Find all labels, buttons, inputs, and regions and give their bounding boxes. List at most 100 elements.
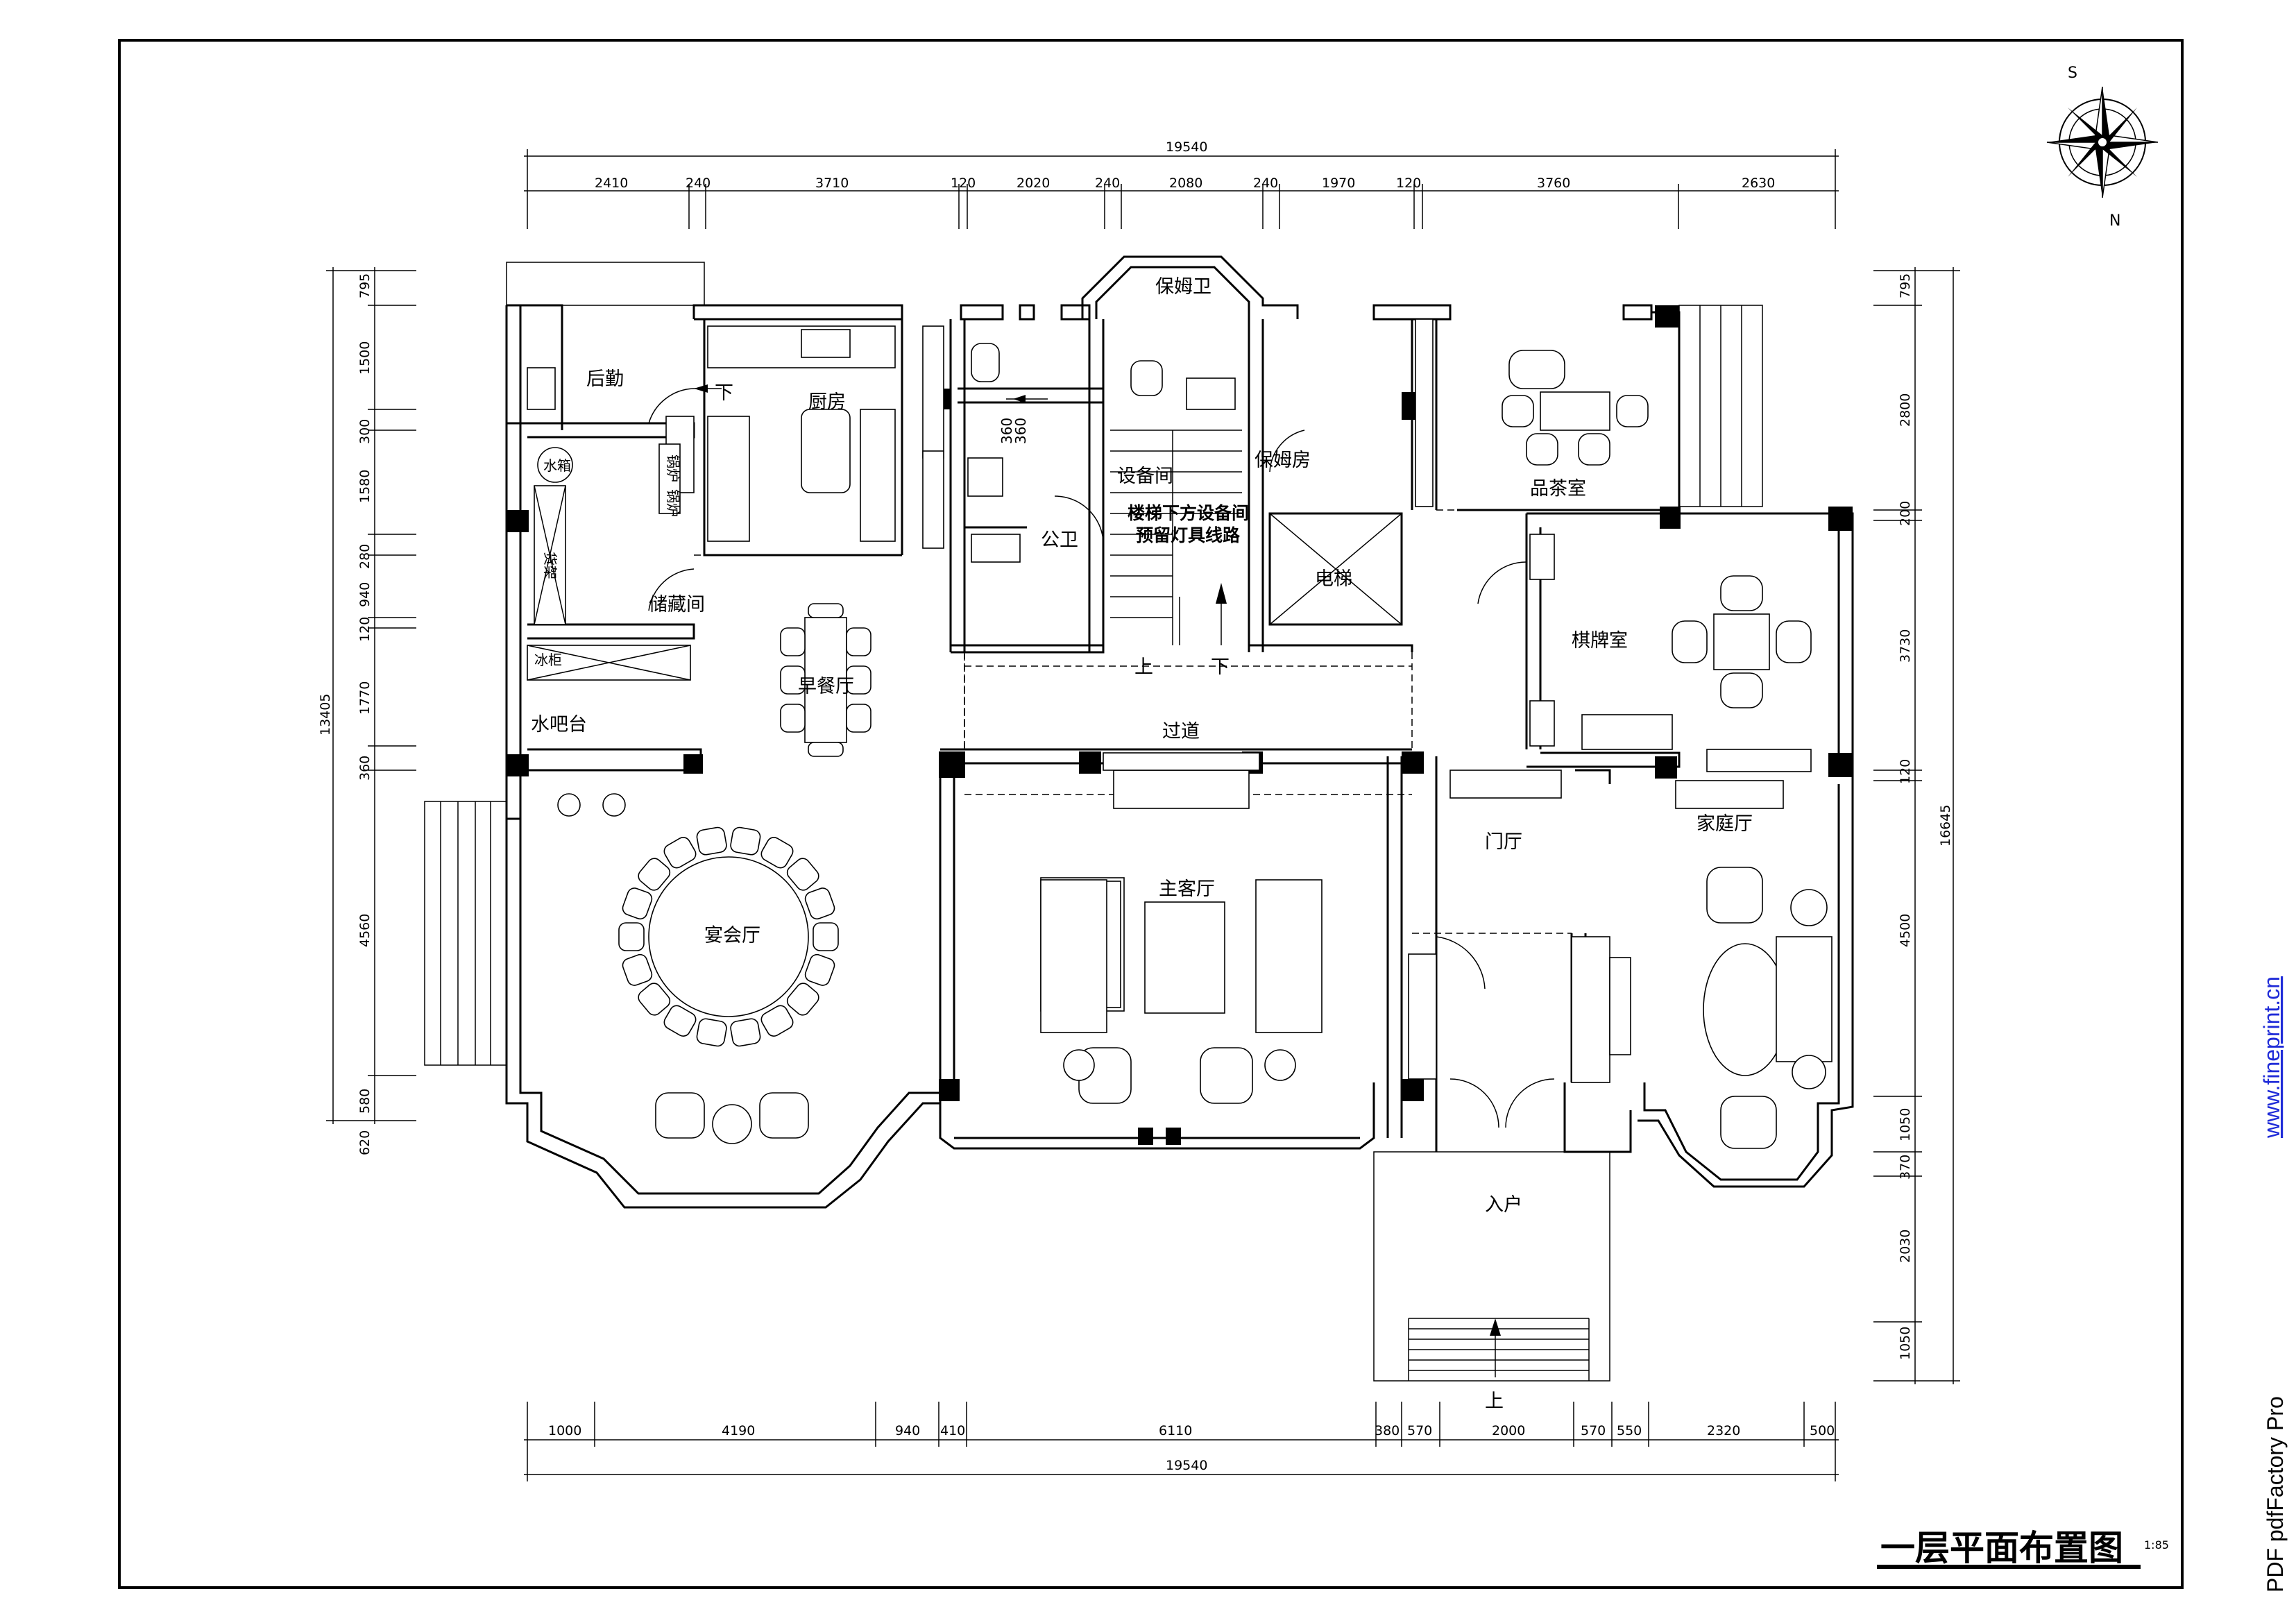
- dashed-zone-lines: [520, 509, 1572, 1138]
- bottom-dim-10: 550: [1617, 1423, 1642, 1438]
- living-room-furniture: [1040, 752, 1323, 1104]
- bottom-dim-3: 940: [895, 1423, 920, 1438]
- top-dim-11: 3760: [1537, 176, 1570, 191]
- chess-room-furniture: [1529, 534, 1812, 750]
- banquet-chair: [663, 837, 697, 869]
- right-dim-10: 1050: [1898, 1327, 1913, 1360]
- room-label-nanny-room: 保姆房: [1255, 450, 1311, 471]
- banquet-chair: [638, 858, 671, 891]
- breakfast-table: [780, 603, 871, 757]
- left-dim-8: 1770: [357, 681, 373, 715]
- room-label-living: 主客厅: [1159, 878, 1215, 900]
- top-dim-5: 2020: [1017, 176, 1050, 191]
- back-door-down-label: 下: [715, 382, 733, 404]
- banquet-chair: [696, 826, 727, 856]
- left-dim-1: 795: [357, 273, 373, 298]
- entry-up-label: 上: [1485, 1391, 1504, 1412]
- tea-room-furniture: [1415, 318, 1649, 507]
- bottom-dim-7: 570: [1407, 1423, 1432, 1438]
- stair-up-label: 上: [1134, 656, 1153, 678]
- room-label-tea-room: 品茶室: [1530, 478, 1586, 500]
- top-dim-3: 3710: [815, 176, 849, 191]
- room-label-entry: 入户: [1485, 1194, 1522, 1216]
- left-dim-6: 940: [357, 582, 373, 607]
- room-label-banquet: 宴会厅: [704, 925, 760, 946]
- banquet-chair: [663, 1005, 697, 1037]
- stair-note-line-2: 预留灯具线路: [1136, 525, 1241, 545]
- foyer-family-furniture: [1408, 749, 1832, 1149]
- left-dim-4: 1580: [357, 470, 373, 503]
- bottom-dim-12: 500: [1810, 1423, 1835, 1438]
- room-label-water-tank: 水箱: [543, 457, 571, 474]
- top-dim-12: 2630: [1742, 176, 1775, 191]
- right-dim-4: 3730: [1898, 629, 1913, 663]
- left-dim-10: 4560: [357, 914, 373, 947]
- banquet-chair: [618, 922, 645, 951]
- drawing-scale: 1:85: [2144, 1538, 2169, 1552]
- top-dim-7: 2080: [1169, 176, 1202, 191]
- bathroom-fixtures: [527, 343, 1236, 563]
- right-dim-2: 2800: [1898, 393, 1913, 427]
- left-dim-9: 360: [357, 756, 373, 781]
- drawing-title: 一层平面布置图: [1880, 1528, 2123, 1568]
- top-dim-2: 240: [686, 176, 711, 191]
- top-dim-9: 1970: [1322, 176, 1355, 191]
- doors: [648, 388, 1555, 1128]
- room-label-corridor: 过道: [1162, 721, 1200, 742]
- dim-note-360-1: 360: [998, 418, 1015, 444]
- banquet-chair: [786, 983, 819, 1016]
- sheet-border: [118, 39, 2184, 1589]
- right-dim-1: 795: [1898, 273, 1913, 298]
- room-label-fridge: 冰柜: [534, 652, 562, 668]
- compass-rose-icon: [2046, 86, 2159, 198]
- left-dim-11: 580: [357, 1089, 373, 1114]
- room-label-back-service: 后勤: [586, 368, 624, 390]
- bottom-total-dim: 19540: [1166, 1458, 1207, 1473]
- watermark-product: PDF pdfFactory Pro: [2263, 1396, 2288, 1592]
- banquet-chair: [622, 953, 653, 986]
- watermark-url: www.fineprint.cn: [2259, 976, 2284, 1139]
- bottom-dim-6: 380: [1375, 1423, 1400, 1438]
- right-dim-5: 120: [1898, 759, 1913, 784]
- room-label-water-bar: 水吧台: [531, 714, 587, 736]
- top-total-dim: 19540: [1166, 139, 1207, 155]
- right-dimension-lines: [1873, 267, 1960, 1384]
- room-label-equipment: 设备间: [1117, 466, 1173, 487]
- room-label-stove-1: 锅炉: [665, 454, 681, 482]
- compass-south-label: S: [2068, 65, 2077, 82]
- room-label-nanny-bath: 保姆卫: [1155, 276, 1211, 298]
- bottom-dim-2: 4190: [722, 1423, 755, 1438]
- banquet-chair: [696, 1018, 727, 1047]
- left-total-dim: 13405: [318, 694, 333, 736]
- stair-down-label: 下: [1211, 656, 1230, 678]
- right-dim-7: 1050: [1898, 1108, 1913, 1141]
- bottom-dim-1: 1000: [548, 1423, 581, 1438]
- banquet-chair: [786, 858, 819, 891]
- banquet-chair: [804, 887, 835, 920]
- room-label-public-wc: 公卫: [1041, 529, 1078, 551]
- direction-arrows: [694, 384, 1501, 1377]
- right-dim-8: 370: [1898, 1155, 1913, 1180]
- bottom-dim-11: 2320: [1707, 1423, 1740, 1438]
- staircase: [1110, 430, 1242, 645]
- bottom-dim-9: 570: [1581, 1423, 1606, 1438]
- banquet-chair: [760, 837, 794, 869]
- banquet-chair: [760, 1005, 794, 1037]
- left-dim-3: 300: [357, 419, 373, 444]
- right-dim-9: 2030: [1898, 1230, 1913, 1263]
- left-dimension-lines: [326, 267, 416, 1124]
- compass-north-label: N: [2109, 212, 2120, 230]
- bottom-dim-8: 2000: [1492, 1423, 1525, 1438]
- banquet-chair: [622, 887, 653, 920]
- banquet-round-table: [557, 793, 839, 1144]
- room-label-family: 家庭厅: [1697, 813, 1753, 835]
- elevator-shaft: [1268, 512, 1403, 626]
- walls: [424, 255, 1854, 1382]
- storage-fixtures: [527, 443, 691, 681]
- top-dim-8: 240: [1253, 176, 1278, 191]
- left-dim-2: 1500: [357, 341, 373, 375]
- top-dim-6: 240: [1095, 176, 1120, 191]
- left-dim-5: 280: [357, 544, 373, 569]
- bottom-dimension-lines: [524, 1402, 1839, 1481]
